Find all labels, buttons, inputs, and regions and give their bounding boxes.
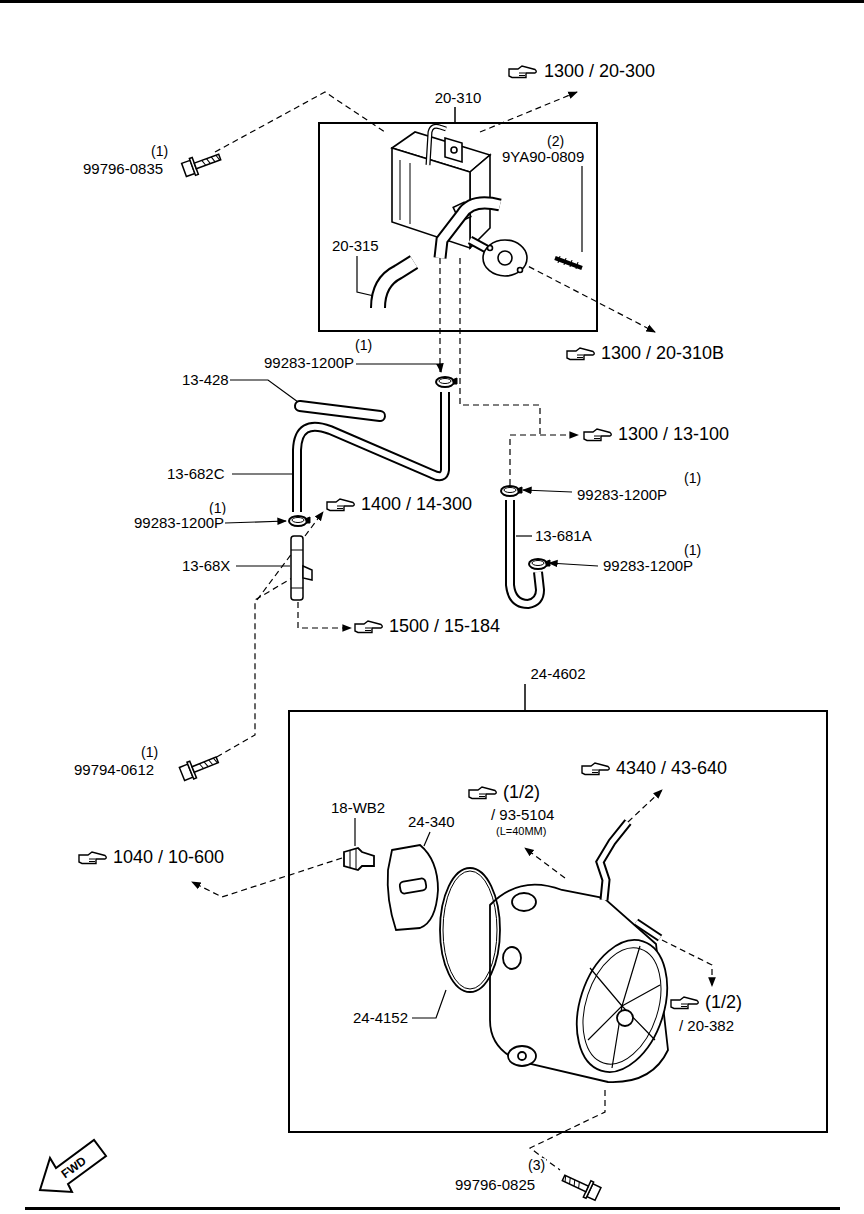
callout-label: (1/2) (502, 783, 541, 803)
valve-hose (440, 203, 500, 258)
tee-fitting (291, 536, 312, 600)
callout-label: 99796-0825 (454, 1177, 536, 1194)
part-group-frame: 24-4602 (288, 710, 828, 1133)
callout-label: 13-428 (181, 372, 230, 389)
callout-label: 9YA90-0809 (501, 149, 585, 166)
callout-label: 20-315 (331, 238, 380, 255)
callout-label: 99283-1200P (133, 515, 225, 532)
solenoid-valve (392, 126, 490, 248)
callout-label: 1300 / 13-100 (617, 425, 730, 445)
callout-label: (1) (354, 338, 373, 353)
callout-label: 99794-0612 (73, 762, 155, 779)
callout-label: 99283-1200P (602, 558, 694, 575)
callout-label: / 20-382 (678, 1018, 735, 1035)
hose-clamps (289, 377, 550, 569)
callout-label: 18-WB2 (330, 800, 386, 817)
callout-label: 99796-0835 (82, 161, 164, 178)
callout-label: (1) (683, 543, 702, 558)
reference-icons (79, 66, 698, 1009)
callout-label: 13-681A (534, 528, 593, 545)
callout-label: (2) (546, 134, 565, 149)
callout-label: 1300 / 20-300 (543, 62, 656, 82)
forward-arrow (40, 1140, 106, 1192)
callout-label: (1) (150, 144, 169, 159)
callout-label: 1500 / 15-184 (388, 617, 501, 637)
callout-label: 1300 / 20-310B (600, 344, 725, 364)
callout-label: (L=40MM) (495, 825, 547, 837)
hose-20-315 (378, 262, 414, 308)
callout-label: 13-682C (166, 466, 226, 483)
callout-label: 24-340 (407, 814, 456, 831)
vacuum-pump (490, 822, 683, 1084)
callout-label: (3) (527, 1158, 546, 1173)
callout-label: 24-4152 (352, 1010, 409, 1027)
group-part-number: 24-4602 (528, 666, 587, 683)
callout-label: (1) (140, 745, 159, 760)
vacuum-hoses (297, 392, 540, 604)
dashed-leaders (192, 92, 712, 1170)
pump-parts (344, 845, 500, 992)
callout-label: (1) (683, 471, 702, 486)
callout-label: 4340 / 43-640 (615, 759, 728, 779)
group-part-number: 20-310 (433, 90, 484, 107)
callout-label: 13-68X (181, 558, 231, 575)
callout-label: 1040 / 10-600 (112, 848, 225, 868)
callout-label: 99283-1200P (576, 487, 668, 504)
callout-label: 1400 / 14-300 (360, 495, 473, 515)
valve-flange (483, 240, 582, 276)
callout-label: (1/2) (704, 993, 743, 1013)
callout-label: / 93-5104 (490, 807, 555, 824)
callout-label: 99283-1200P (263, 355, 355, 372)
